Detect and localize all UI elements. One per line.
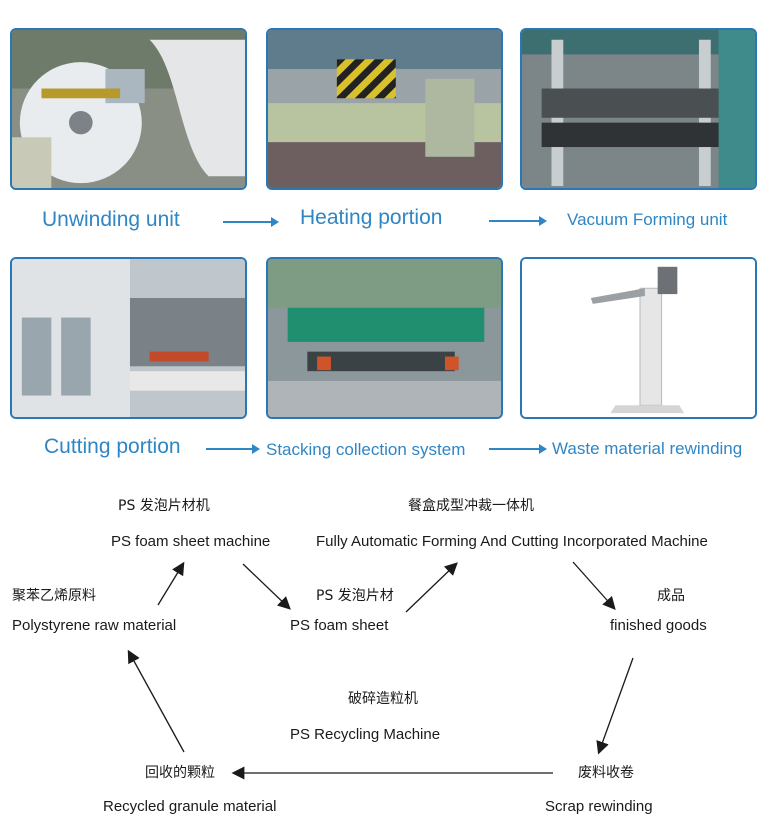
arrow-right-icon	[223, 217, 279, 227]
photo-unwinding-unit	[10, 28, 247, 190]
arrow-right-icon	[206, 444, 260, 454]
caption-cutting-portion: Cutting portion	[44, 435, 181, 458]
label-forming-zh: 餐盒成型冲裁一体机	[408, 498, 534, 514]
photo-stacking-collection-system	[266, 257, 503, 419]
label-recycling-en: PS Recycling Machine	[290, 726, 441, 743]
label-forming-en: Fully Automatic Forming And Cutting Inco…	[316, 533, 708, 550]
label-ps-machine-en: PS foam sheet machine	[111, 533, 271, 550]
arrow-machine-to-sheet	[242, 563, 291, 610]
label-sheet-zh: PS 发泡片材	[316, 588, 394, 604]
label-granule-en: Recycled granule material	[103, 798, 277, 815]
label-raw-en: Polystyrene raw material	[12, 617, 177, 634]
label-sheet-en: PS foam sheet	[290, 617, 389, 634]
photo-waste-material-rewinding	[520, 257, 757, 419]
label-granule-zh: 回收的颗粒	[145, 765, 215, 781]
caption-vacuum-forming-unit: Vacuum Forming unit	[567, 210, 728, 229]
label-scrap-zh: 废料收卷	[578, 765, 634, 781]
photo-heating-portion	[266, 28, 503, 190]
caption-heating-portion: Heating portion	[300, 206, 443, 229]
label-scrap-en: Scrap rewinding	[545, 798, 653, 815]
caption-stacking-collection-system: Stacking collection system	[266, 440, 466, 459]
label-raw-zh: 聚苯乙烯原料	[12, 588, 96, 604]
label-ps-machine-zh: PS 发泡片材机	[118, 498, 210, 514]
photo-cutting-portion	[10, 257, 247, 419]
arrow-right-icon	[489, 216, 547, 226]
caption-waste-material-rewinding: Waste material rewinding	[552, 439, 743, 458]
label-recycling-zh: 破碎造粒机	[348, 691, 418, 707]
caption-unwinding-unit: Unwinding unit	[42, 208, 180, 231]
arrow-sheet-to-forming	[405, 562, 458, 613]
arrow-right-icon	[489, 444, 547, 454]
arrow-raw-to-machine	[157, 561, 185, 606]
photo-vacuum-forming-unit	[520, 28, 757, 190]
arrow-granule-to-raw	[127, 649, 185, 753]
arrow-finished-to-scrap	[596, 657, 634, 755]
label-finished-zh: 成品	[657, 588, 685, 604]
arrow-forming-to-finished	[572, 561, 616, 610]
label-finished-en: finished goods	[610, 617, 707, 634]
